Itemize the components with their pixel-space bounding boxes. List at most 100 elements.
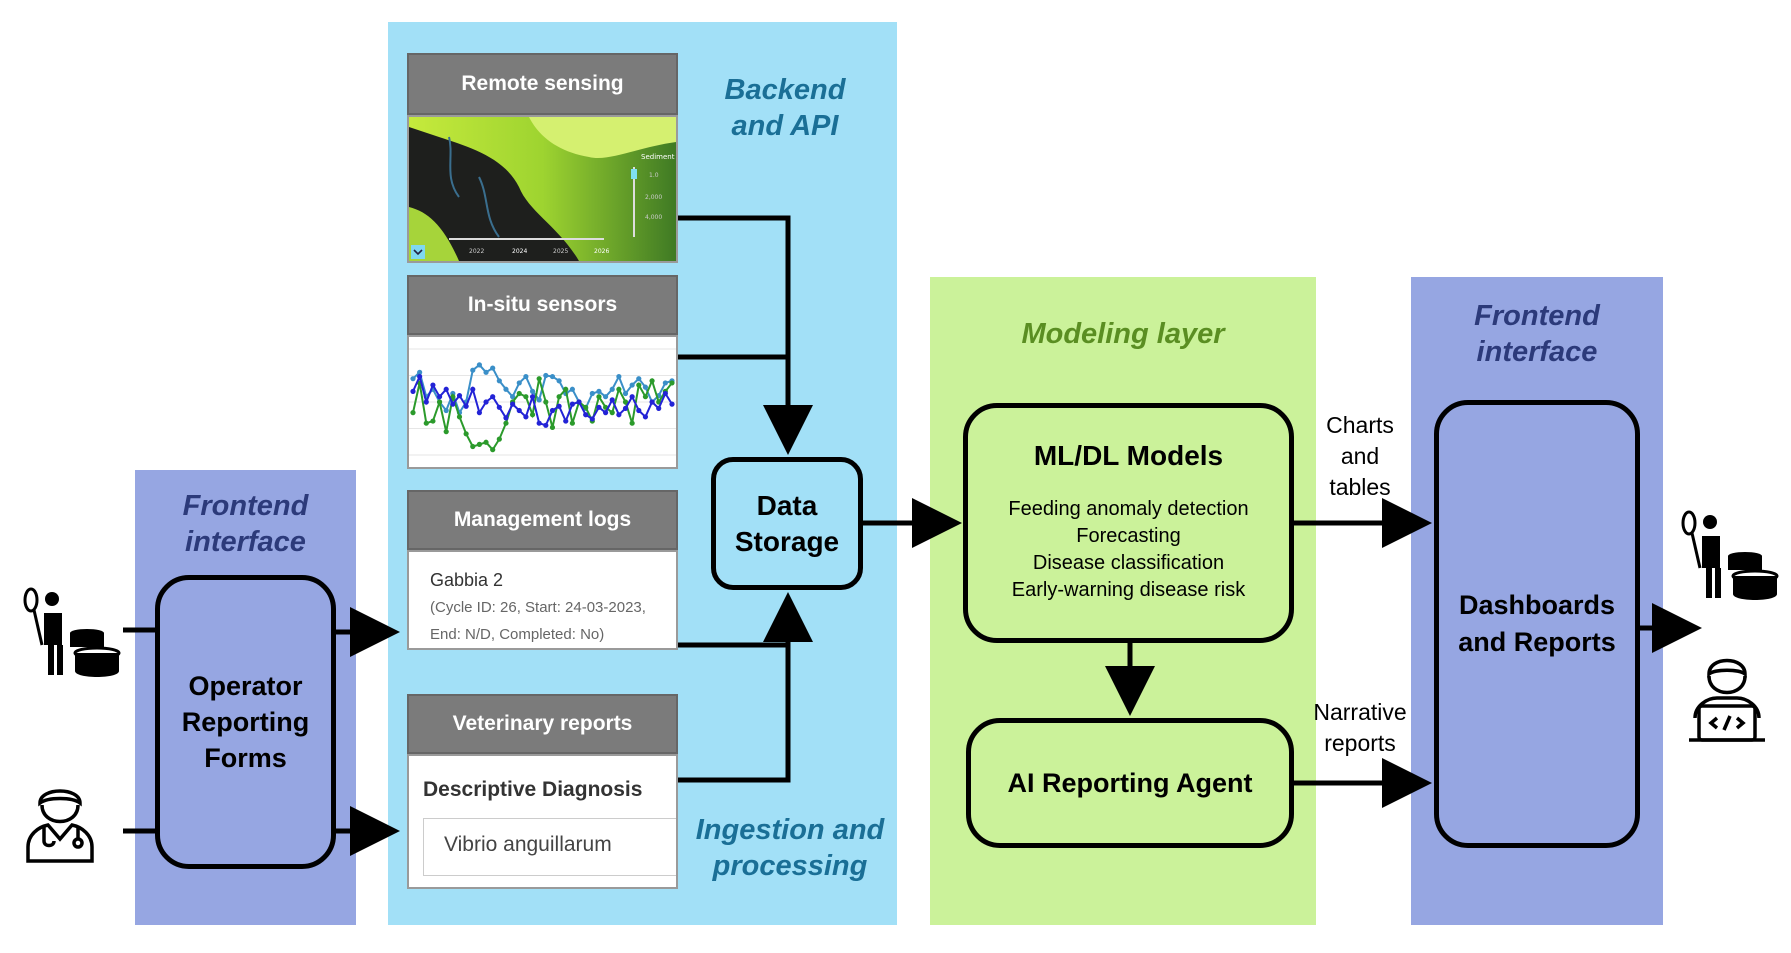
chevron-down-icon[interactable]	[411, 245, 425, 259]
sensor-point	[543, 372, 549, 379]
farmer-icon	[22, 585, 122, 685]
sensor-point	[483, 399, 489, 405]
sensor-point	[549, 373, 556, 380]
sensor-series-line-green	[412, 377, 673, 452]
sensor-point	[636, 407, 642, 414]
sensor-point	[523, 373, 529, 380]
sensor-point	[669, 380, 675, 386]
diagnosis-field: Vibrio anguillarum	[423, 818, 676, 876]
sensor-point	[602, 394, 609, 400]
sensor-point	[430, 382, 436, 388]
sensor-point	[423, 420, 429, 426]
sensor-point	[430, 418, 436, 424]
sensor-point	[556, 394, 562, 400]
map-year-4: 2026	[594, 248, 609, 255]
map-year-1: 2022	[469, 248, 484, 255]
sensor-point	[410, 410, 416, 416]
sensor-point	[536, 376, 542, 382]
ml-item: Feeding anomaly detection	[1008, 498, 1249, 520]
right-frontend-title: Frontend interface	[1474, 300, 1600, 368]
charts-tables-label: Charts and tables	[1326, 412, 1394, 500]
backend-title: Backend and API	[724, 74, 846, 142]
sensor-series-line-blue	[412, 373, 673, 427]
map-legend-tick-1: 1.0	[649, 172, 659, 179]
sensor-point	[662, 390, 668, 397]
dashboards-label: Dashboards and Reports	[1458, 590, 1616, 657]
sensor-point	[589, 416, 595, 422]
sensor-point	[556, 378, 562, 384]
narrative-reports-label: Narrative reports	[1313, 699, 1407, 756]
sensor-point	[470, 443, 476, 450]
remote-sensing-header: Remote sensing	[407, 53, 678, 115]
sensor-point	[476, 362, 483, 368]
sensor-point	[490, 365, 496, 371]
sensor-point	[669, 401, 675, 407]
sensor-point	[410, 376, 416, 382]
left-frontend-title: Frontend interface	[182, 490, 309, 558]
sensor-point	[589, 390, 595, 397]
sensor-point	[483, 439, 489, 445]
sensor-point	[642, 394, 649, 400]
map-year-2: 2024	[512, 248, 527, 255]
dashboards-box: Dashboards and Reports	[1434, 400, 1640, 848]
sensor-point	[523, 394, 529, 400]
sensor-point	[569, 420, 575, 426]
sensor-point	[642, 414, 649, 420]
sensor-point	[443, 407, 449, 414]
sensor-point	[616, 412, 622, 418]
sensor-point	[536, 397, 542, 403]
sensor-point	[649, 378, 655, 384]
sensor-point	[436, 394, 443, 400]
sensor-point	[476, 410, 483, 416]
remote-sensing-map: Sediment 2022 2024 2025 2026 1.0 2,000 4…	[407, 115, 678, 263]
sensor-point	[543, 399, 549, 405]
sensor-point	[443, 386, 449, 392]
sensor-point	[410, 388, 416, 394]
ai-agent-label: AI Reporting Agent	[1007, 767, 1253, 798]
sensor-point	[596, 388, 602, 394]
in-situ-header: In-situ sensors	[407, 275, 678, 335]
veterinary-body: Descriptive Diagnosis Vibrio anguillarum	[407, 754, 678, 889]
sensor-point	[642, 384, 649, 390]
sensor-point	[490, 394, 496, 400]
sensor-point	[417, 373, 423, 380]
sensor-point	[463, 403, 469, 409]
management-logs-header: Management logs	[407, 490, 678, 550]
ml-models-title: ML/DL Models	[1033, 440, 1224, 471]
veterinarian-icon	[20, 775, 100, 870]
veterinary-header: Veterinary reports	[407, 694, 678, 754]
sensor-point	[543, 422, 549, 428]
data-storage-box: Data Storage	[711, 457, 863, 590]
sensor-point	[622, 390, 629, 397]
sensor-point	[636, 376, 642, 382]
sensor-point	[510, 401, 516, 407]
sensor-point	[602, 410, 609, 416]
sensor-point	[662, 380, 668, 386]
sensor-gridlines	[409, 348, 676, 456]
sensor-point	[636, 382, 642, 388]
sensor-point	[476, 441, 483, 447]
sensor-point	[423, 399, 429, 405]
sensor-point	[549, 424, 556, 431]
farmer-icon	[1680, 508, 1780, 608]
sensor-point	[563, 386, 569, 392]
sensor-point	[563, 418, 569, 424]
modeling-title: Modeling layer	[1021, 318, 1225, 350]
sensor-point	[596, 404, 602, 410]
sensor-point	[516, 407, 522, 414]
sensor-point	[583, 412, 589, 418]
sensor-point	[450, 394, 456, 400]
sensor-point	[503, 386, 509, 392]
sensor-point	[609, 410, 615, 416]
data-storage-label: Data Storage	[734, 489, 840, 557]
log-status-line: End: N/D, Completed: No)	[430, 626, 605, 643]
sensor-point	[450, 401, 456, 407]
sensor-point	[529, 388, 536, 394]
sensor-point	[529, 394, 536, 400]
sensor-point	[417, 369, 423, 375]
sensor-point	[629, 394, 635, 400]
ml-models-box: ML/DL Models Feeding anomaly detection F…	[963, 403, 1294, 643]
ml-item: Forecasting	[1076, 525, 1181, 547]
operator-forms-label: Operator Reporting Forms	[181, 671, 310, 773]
sensor-point	[443, 429, 449, 435]
